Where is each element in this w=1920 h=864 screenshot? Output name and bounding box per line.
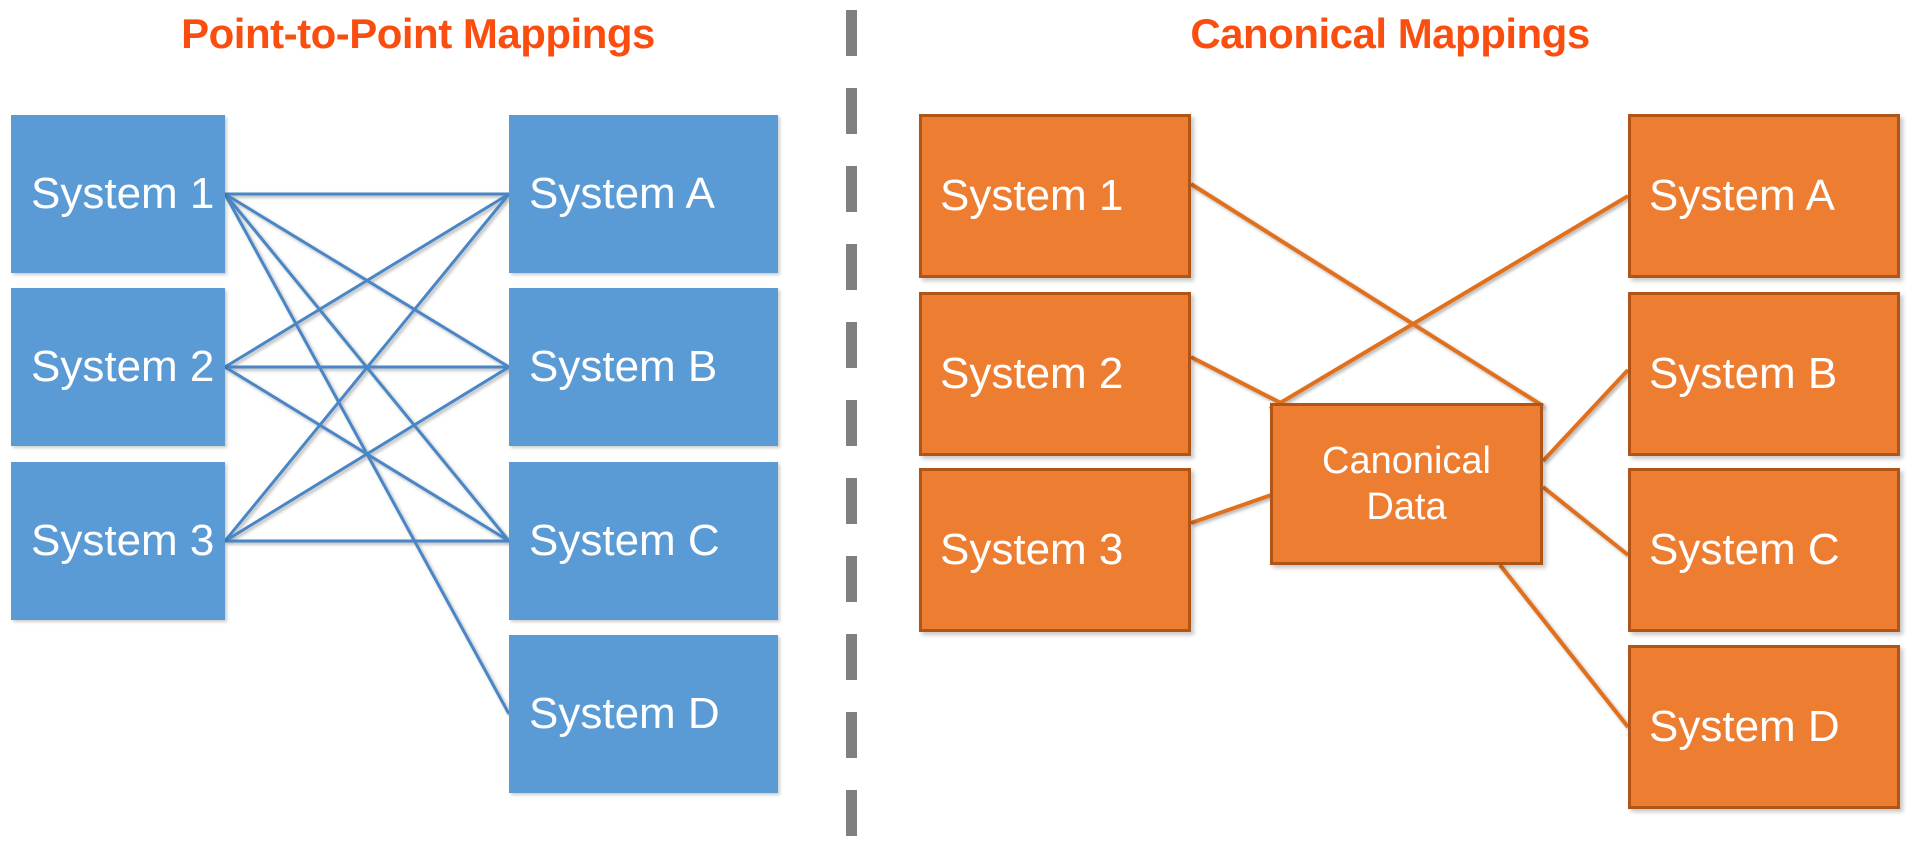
canonical-mappings-title: Canonical Mappings <box>1190 10 1590 57</box>
node-label: System 2 <box>31 342 215 391</box>
node-right-system-3[interactable]: System 3 <box>919 468 1191 632</box>
node-right-system-a[interactable]: System A <box>1628 114 1900 278</box>
node-label: System 2 <box>940 349 1124 398</box>
node-right-system-c[interactable]: System C <box>1628 468 1900 632</box>
node-left-system-c[interactable]: System C <box>509 462 778 620</box>
node-label: System D <box>529 689 720 738</box>
node-label: System B <box>1649 349 1838 398</box>
node-right-system-2[interactable]: System 2 <box>919 292 1191 456</box>
node-canonical-data[interactable]: Canonical Data <box>1270 403 1543 565</box>
node-right-system-d[interactable]: System D <box>1628 645 1900 809</box>
canonical-label-line-2: Data <box>1366 486 1447 528</box>
node-left-system-2[interactable]: System 2 <box>11 288 225 446</box>
node-left-system-a[interactable]: System A <box>509 115 778 273</box>
node-left-system-3[interactable]: System 3 <box>11 462 225 620</box>
node-label: System D <box>1649 702 1840 751</box>
node-label: System 3 <box>940 525 1124 574</box>
node-label: System B <box>529 342 718 391</box>
node-label: System 1 <box>31 169 215 218</box>
node-left-system-1[interactable]: System 1 <box>11 115 225 273</box>
node-right-system-1[interactable]: System 1 <box>919 114 1191 278</box>
canonical-label-line-1: Canonical <box>1322 440 1491 482</box>
panel-divider <box>846 10 857 854</box>
point-to-point-title: Point-to-Point Mappings <box>181 10 655 57</box>
node-left-system-b[interactable]: System B <box>509 288 778 446</box>
node-label: System A <box>1649 171 1835 220</box>
node-label: System 3 <box>31 516 215 565</box>
node-left-system-d[interactable]: System D <box>509 635 778 793</box>
node-right-system-b[interactable]: System B <box>1628 292 1900 456</box>
node-label: System A <box>529 169 715 218</box>
point-to-point-lines <box>223 192 511 715</box>
node-label: System C <box>1649 525 1840 574</box>
node-label: System 1 <box>940 171 1124 220</box>
node-label: System C <box>529 516 720 565</box>
